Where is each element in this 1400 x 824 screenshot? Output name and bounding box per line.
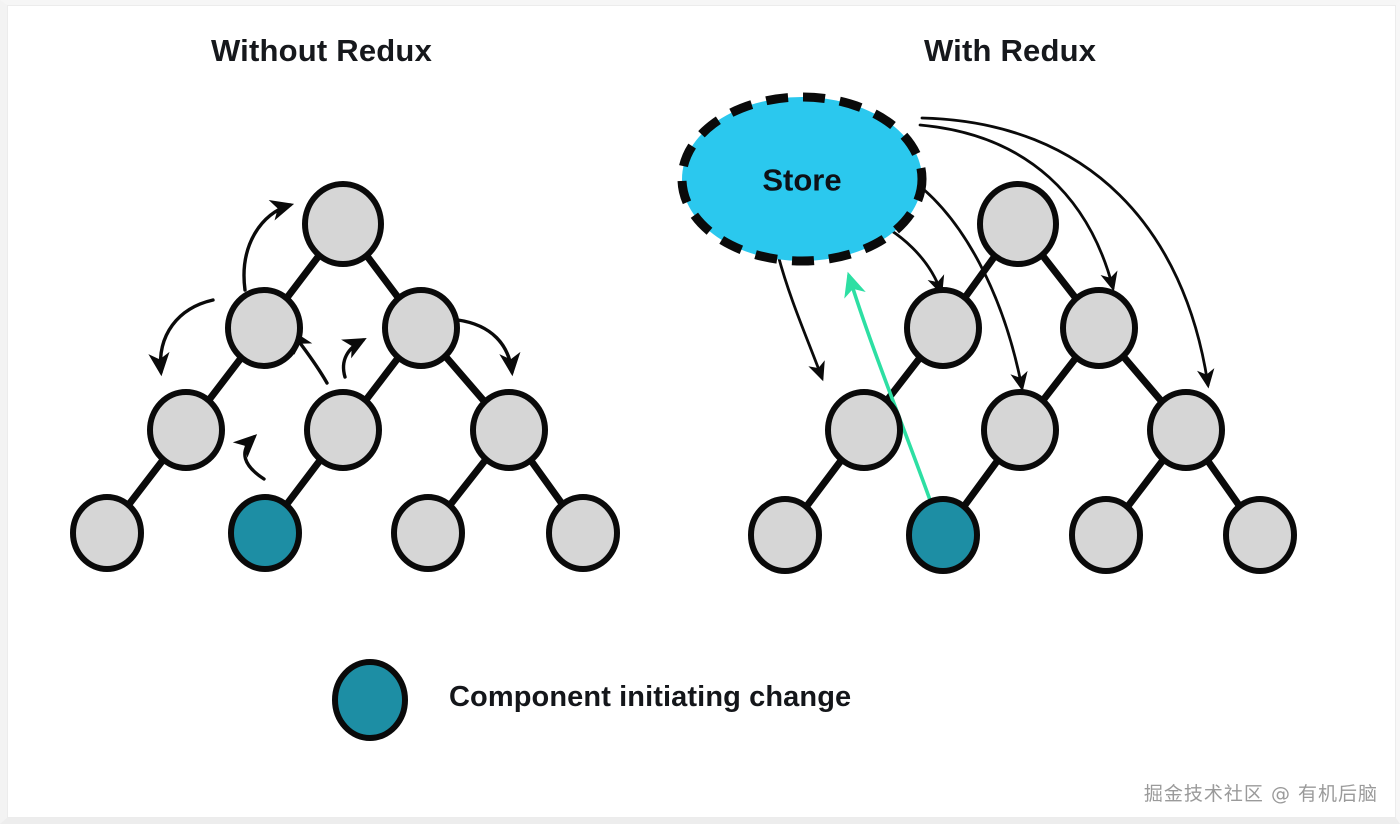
tree-node-left[interactable] bbox=[470, 389, 548, 471]
tree-node-right[interactable] bbox=[1147, 389, 1225, 471]
tree-node-right[interactable] bbox=[1060, 287, 1138, 369]
tree-node-left[interactable] bbox=[382, 287, 460, 369]
tree-node-left[interactable] bbox=[304, 389, 382, 471]
panel-title-without-redux: Without Redux bbox=[211, 33, 433, 68]
right-tree-edges bbox=[781, 220, 1264, 539]
legend bbox=[332, 659, 408, 741]
down-left-branch-arrow bbox=[148, 298, 215, 377]
child-up-to-parent-arrow bbox=[232, 434, 266, 481]
tree-node-right[interactable] bbox=[977, 181, 1059, 267]
store-ellipse bbox=[677, 92, 927, 266]
legend-swatch-circle bbox=[332, 659, 408, 741]
store-to-node-e-arrow bbox=[920, 116, 1215, 389]
store-to-node-b-arrow bbox=[918, 123, 1118, 292]
left-tree-nodes bbox=[70, 181, 620, 572]
down-right-branch-arrow bbox=[456, 318, 521, 377]
tree-node-highlighted-right[interactable] bbox=[906, 496, 980, 574]
tree-node-left[interactable] bbox=[391, 494, 465, 572]
watermark-text: 掘金技术社区 @ 有机后脑 bbox=[1143, 783, 1378, 805]
store-to-left-subtree-arrow bbox=[776, 253, 825, 382]
tree-node-left[interactable] bbox=[546, 494, 620, 572]
right-tree-nodes bbox=[748, 181, 1297, 574]
tree-node-left[interactable] bbox=[225, 287, 303, 369]
dispatch-arrow-group bbox=[844, 271, 932, 502]
tree-node-right[interactable] bbox=[904, 287, 982, 369]
panel-title-with-redux: With Redux bbox=[924, 33, 1097, 68]
mid-up-to-upper-arrow bbox=[341, 337, 367, 379]
legend-label: Component initiating change bbox=[449, 681, 852, 713]
tree-node-right[interactable] bbox=[981, 389, 1059, 471]
component-dispatch-to-store-arrow bbox=[844, 271, 932, 502]
tree-node-left[interactable] bbox=[302, 181, 384, 267]
tree-node-right[interactable] bbox=[1069, 496, 1143, 574]
store-broadcast-arrows-group bbox=[776, 116, 1215, 392]
tree-node-left[interactable] bbox=[70, 494, 144, 572]
lower-up-to-root-arrow bbox=[242, 200, 295, 292]
tree-node-highlighted-left[interactable] bbox=[228, 494, 302, 572]
tree-node-right[interactable] bbox=[825, 389, 903, 471]
store-to-node-d-arrow bbox=[903, 173, 1028, 392]
store-node[interactable]: Store bbox=[677, 92, 927, 266]
store-label: Store bbox=[762, 163, 841, 198]
tree-node-left[interactable] bbox=[147, 389, 225, 471]
tree-node-right[interactable] bbox=[1223, 496, 1297, 574]
tree-node-right[interactable] bbox=[748, 496, 822, 574]
